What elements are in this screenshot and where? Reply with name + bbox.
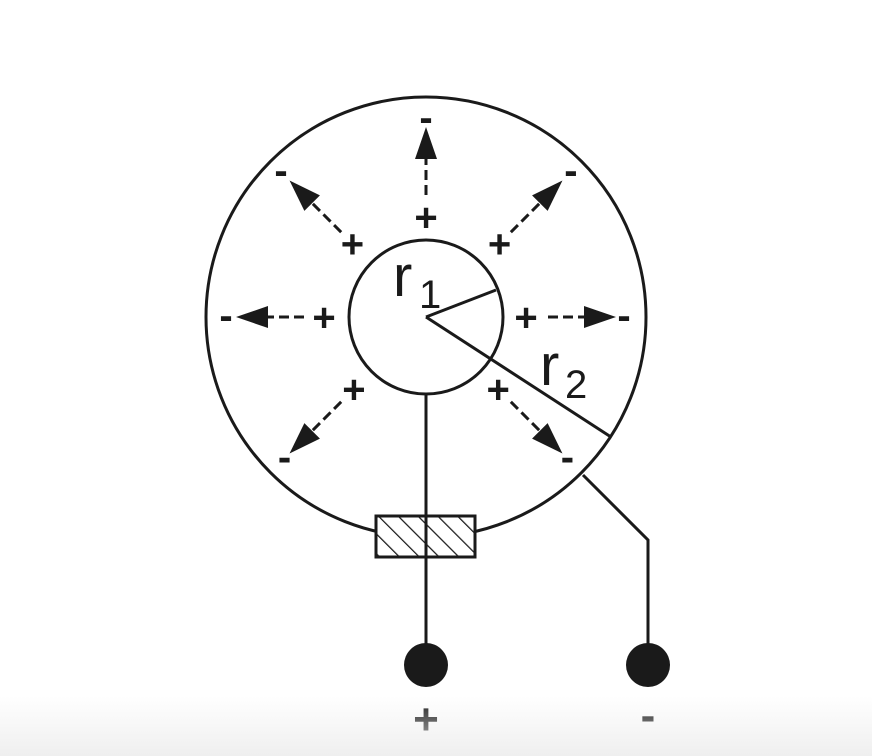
positive-terminal: [404, 643, 448, 687]
r2-label: r: [540, 333, 559, 398]
field-arrowhead-right: [584, 306, 616, 328]
outer-charge-sign-right: -: [617, 294, 630, 338]
positive-terminal-label: +: [413, 695, 439, 744]
field-arrowhead-bottom-right: [532, 423, 563, 454]
outer-charge-sign-top-right: -: [564, 149, 577, 193]
negative-terminal-label: -: [641, 691, 656, 740]
field-arrowhead-top-right: [532, 180, 563, 211]
r1-subscript: 1: [419, 273, 441, 317]
inner-charge-sign-top-right: +: [488, 222, 511, 266]
field-arrows: + - + - + - + - + - + - + -: [219, 96, 630, 479]
inner-charge-sign-top-left: +: [341, 222, 364, 266]
inner-charge-sign-top: +: [414, 196, 437, 240]
field-arrowhead-top-left: [289, 180, 320, 211]
r1-label: r: [393, 244, 412, 309]
inner-charge-sign-left: +: [312, 296, 335, 340]
field-arrowhead-bottom-left: [289, 423, 320, 454]
field-arrowhead-top: [415, 127, 437, 159]
r2-subscript: 2: [565, 363, 587, 407]
field-arrowhead-left: [236, 306, 268, 328]
inner-charge-sign-bottom-right: +: [486, 368, 509, 412]
negative-terminal: [626, 643, 670, 687]
outer-lead-wire: [581, 473, 650, 665]
inner-charge-sign-right: +: [514, 296, 537, 340]
radius-r1-line: [425, 288, 497, 319]
outer-charge-sign-left: -: [219, 294, 232, 338]
outer-charge-sign-top: -: [419, 96, 432, 140]
outer-charge-sign-top-left: -: [274, 149, 287, 193]
outer-charge-sign-bottom-right: -: [561, 435, 574, 479]
inner-charge-sign-bottom-left: +: [342, 368, 365, 412]
outer-charge-sign-bottom-left: -: [278, 435, 291, 479]
radius-r2-line: [425, 315, 612, 439]
